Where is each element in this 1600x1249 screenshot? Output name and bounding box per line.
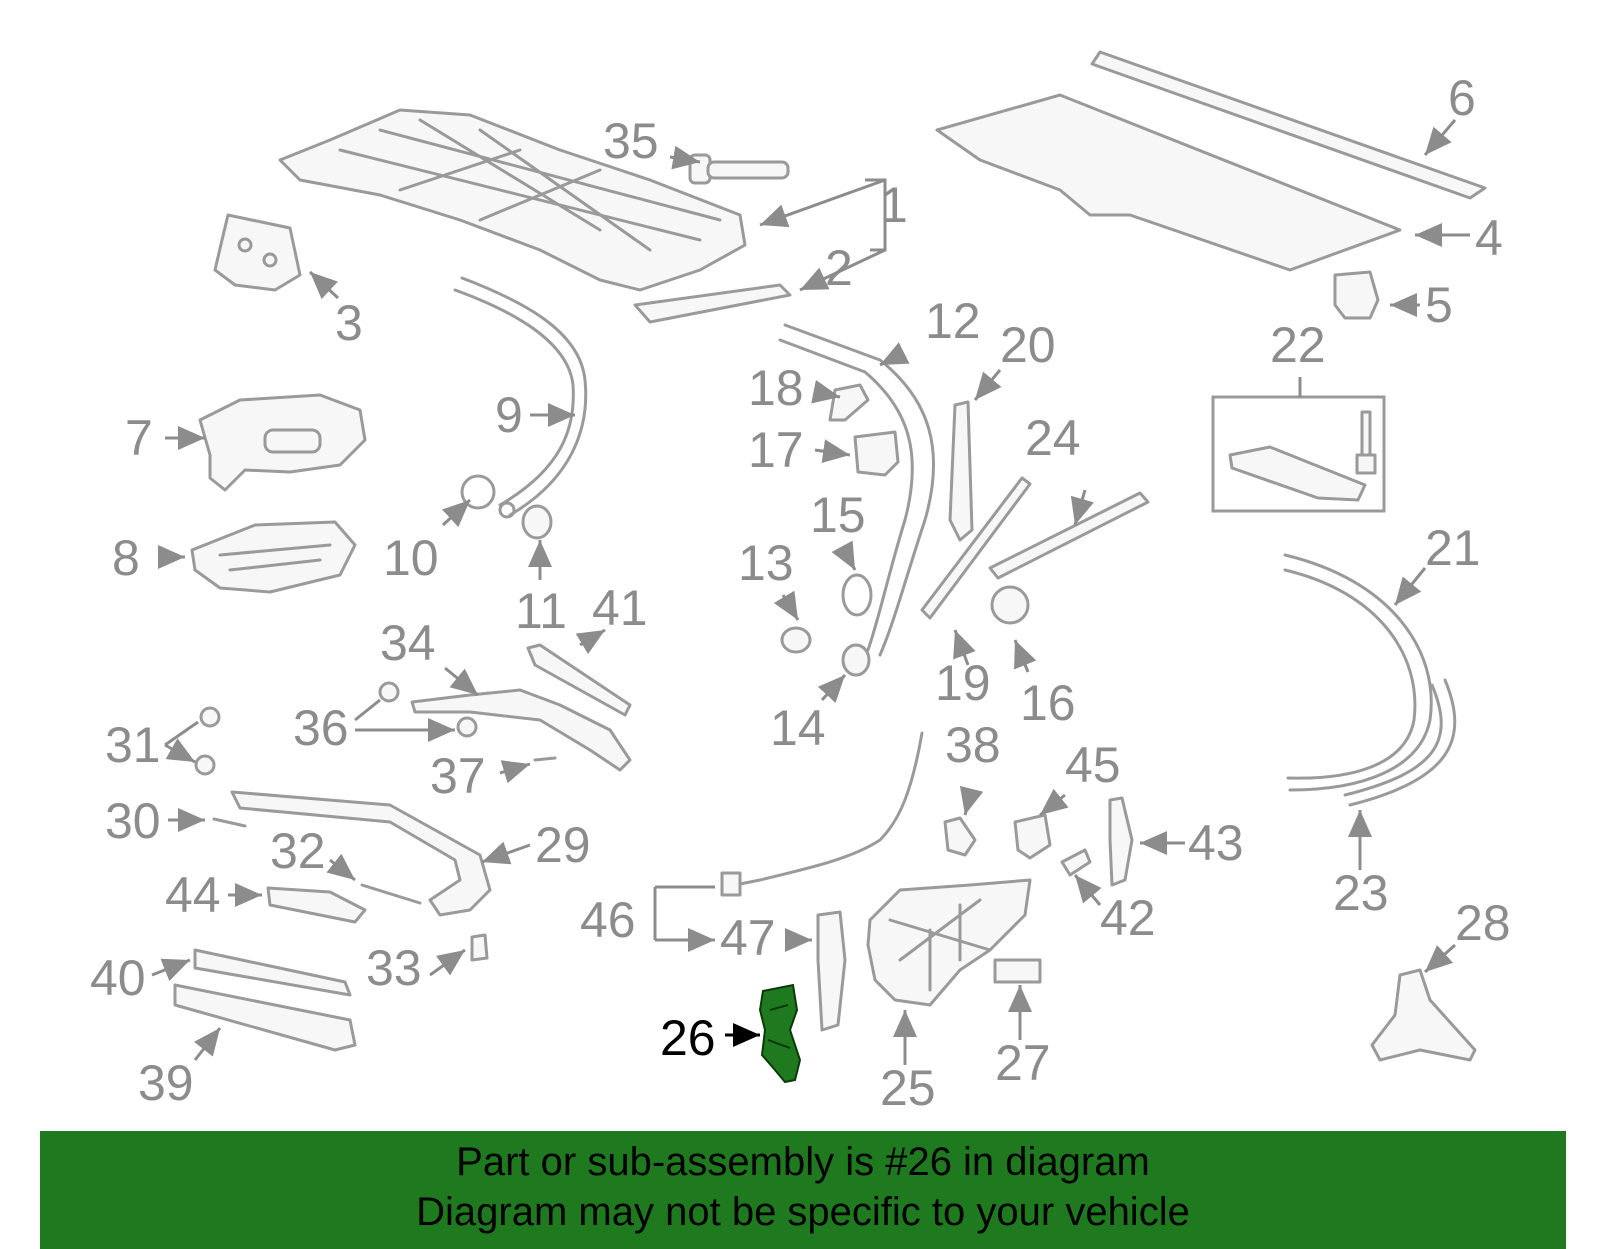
part-8-tray: [190, 520, 357, 594]
label-43: 43: [1188, 815, 1244, 871]
label-36: 36: [293, 700, 349, 756]
label-10: 10: [383, 530, 439, 586]
part-35-bolt: [688, 153, 790, 185]
label-45: 45: [1065, 737, 1121, 793]
banner-line-1: Part or sub-assembly is #26 in diagram: [456, 1140, 1150, 1184]
label-21: 21: [1425, 520, 1481, 576]
label-16: 16: [1020, 675, 1076, 731]
label-11: 11: [515, 583, 567, 639]
part-25-mechanism: [866, 878, 1032, 1007]
label-46: 46: [580, 892, 636, 948]
label-33: 33: [366, 940, 422, 996]
label-47: 47: [720, 910, 776, 966]
label-44: 44: [165, 867, 221, 923]
label-35: 35: [603, 113, 659, 169]
part-14-grommet: [841, 643, 871, 677]
label-1: 1: [880, 177, 908, 233]
label-14: 14: [770, 700, 826, 756]
label-42: 42: [1100, 890, 1156, 946]
part-45-bracket: [1013, 813, 1052, 860]
part-38-cap: [943, 816, 977, 857]
part-16-grommet: [990, 585, 1030, 625]
label-6: 6: [1448, 70, 1476, 126]
banner-line-2: Diagram may not be specific to your vehi…: [416, 1190, 1190, 1234]
part-31-grommet-a: [199, 706, 221, 728]
part-21-23-weatherstrip: [1283, 553, 1457, 807]
part-18-bracket: [828, 383, 870, 422]
part-10-ring: [460, 474, 496, 510]
label-39: 39: [138, 1055, 194, 1111]
part-28-bracket: [1370, 968, 1477, 1062]
label-5: 5: [1425, 277, 1453, 333]
part-9-arm: [453, 276, 588, 519]
part-46-cable: [720, 731, 924, 897]
part-39-strip: [173, 983, 357, 1052]
part-1-deck-tray: [278, 108, 792, 324]
label-3: 3: [335, 295, 363, 351]
label-18: 18: [748, 360, 804, 416]
part-42-clip: [1060, 848, 1092, 877]
part-3-bracket: [213, 213, 302, 292]
part-17-pad: [853, 430, 900, 477]
label-29: 29: [535, 817, 591, 873]
part-31-grommet-b: [194, 754, 216, 776]
part-7-motor-plate: [198, 393, 367, 492]
part-19-strut: [920, 476, 1032, 620]
part-20-strip: [948, 400, 974, 542]
label-23: 23: [1333, 865, 1389, 921]
part-43-link: [1108, 796, 1134, 887]
label-25: 25: [880, 1060, 936, 1116]
label-34: 34: [380, 615, 436, 671]
part-5-clip: [1333, 270, 1380, 320]
label-30: 30: [105, 793, 161, 849]
part-32-bolt: [360, 883, 422, 905]
label-15: 15: [810, 487, 866, 543]
label-7: 7: [125, 410, 153, 466]
label-12: 12: [925, 293, 981, 349]
part-27-pad: [993, 958, 1042, 984]
label-40: 40: [90, 950, 146, 1006]
part-29-arm: [230, 790, 492, 917]
label-41: 41: [592, 580, 648, 636]
part-33-clip: [470, 933, 489, 962]
part-12-arm: [778, 323, 936, 657]
part-30-bolt: [212, 817, 247, 828]
label-24: 24: [1025, 410, 1081, 466]
part-47-link: [816, 910, 847, 1032]
part-44-bracket: [266, 886, 367, 924]
part-26-highlighted-bracket: [758, 983, 802, 1084]
label-20: 20: [1000, 317, 1056, 373]
label-32: 32: [270, 823, 326, 879]
part-22-kit: [1211, 395, 1386, 513]
label-19: 19: [935, 655, 991, 711]
label-8: 8: [112, 530, 140, 586]
label-13: 13: [738, 535, 794, 591]
label-17: 17: [748, 422, 804, 478]
part-13-grommet: [780, 626, 812, 654]
label-4: 4: [1475, 210, 1503, 266]
label-31: 31: [105, 717, 161, 773]
callout-labels: 1 2 3 4 5 6 7 8 9 10 11 12 13 14 15 16 1…: [90, 70, 1511, 1116]
part-37-bolt: [533, 756, 557, 762]
label-9: 9: [495, 387, 523, 443]
part-40-strip: [193, 948, 352, 997]
label-26: 26: [660, 1010, 716, 1066]
label-2: 2: [825, 240, 853, 296]
label-38: 38: [945, 717, 1001, 773]
leader-lines: [151, 119, 1470, 1065]
part-4-6-rear-panel: [935, 50, 1487, 272]
part-15-ring: [841, 573, 873, 617]
label-28: 28: [1455, 895, 1511, 951]
info-banner: Part or sub-assembly is #26 in diagram D…: [40, 1131, 1566, 1249]
label-22: 22: [1270, 317, 1326, 373]
part-11-grommet: [521, 504, 553, 540]
part-36-grommet-b: [456, 716, 478, 738]
label-37: 37: [430, 748, 486, 804]
part-36-grommet-a: [378, 681, 400, 703]
label-27: 27: [995, 1035, 1051, 1091]
